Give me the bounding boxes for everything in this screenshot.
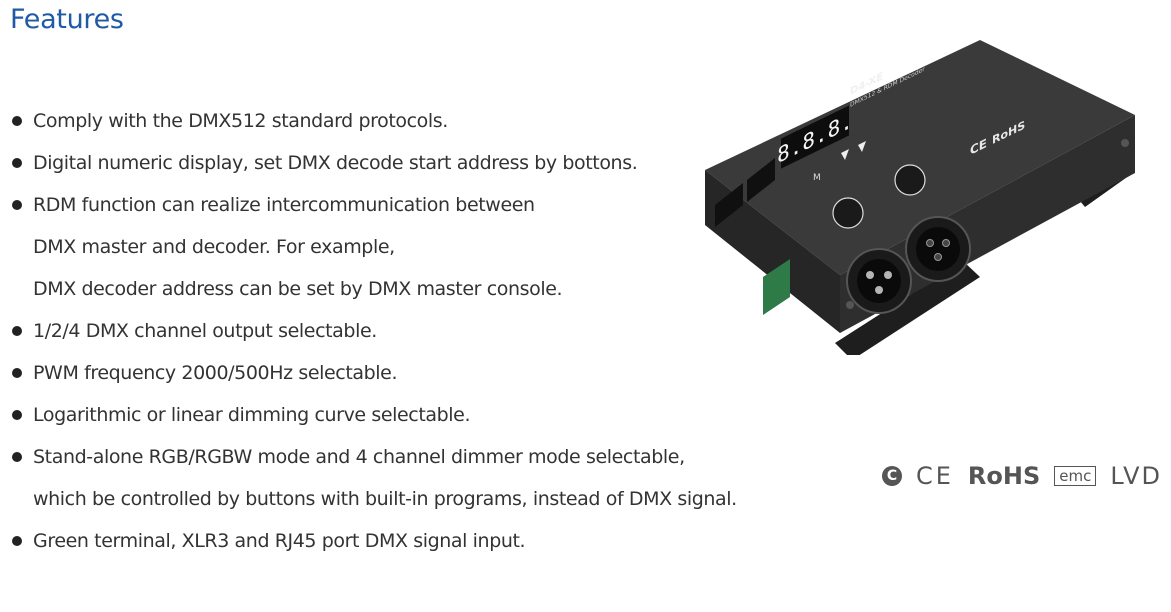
feature-text: PWM frequency 2000/500Hz selectable. [33, 362, 398, 384]
ce-mark: CE [916, 462, 954, 490]
feature-text: DMX decoder address can be set by DMX ma… [33, 278, 563, 300]
feature-item: Green terminal, XLR3 and RJ45 port DMX s… [12, 520, 752, 562]
feature-text: which be controlled by buttons with buil… [33, 488, 737, 510]
feature-item: PWM frequency 2000/500Hz selectable. [12, 352, 752, 394]
feature-text: DMX master and decoder. For example, [33, 236, 395, 258]
feature-item: Comply with the DMX512 standard protocol… [12, 100, 752, 142]
bullet-icon [12, 326, 22, 336]
feature-text: Digital numeric display, set DMX decode … [33, 152, 638, 174]
page-title: Features [10, 4, 124, 35]
bullet-icon [12, 410, 22, 420]
down-button-icon [858, 141, 866, 152]
rj45-port-2 [747, 158, 775, 202]
feature-list: Comply with the DMX512 standard protocol… [12, 100, 752, 562]
bullet-icon [12, 452, 22, 462]
bullet-icon [12, 116, 22, 126]
bullet-icon [12, 536, 22, 546]
numeric-display [781, 105, 849, 169]
feature-text: Stand-alone RGB/RGBW mode and 4 channel … [33, 446, 685, 468]
decoder-device-image: 8.8.8. M D4-XE DMX512 & RDM Decoder CE R… [705, 40, 1135, 355]
copyright-icon: C [882, 466, 902, 486]
bullet-icon [12, 200, 22, 210]
mode-button-label: M [813, 173, 821, 183]
feature-item: Digital numeric display, set DMX decode … [12, 142, 752, 184]
device-side [840, 115, 1135, 333]
rohs-mark: RoHS [967, 462, 1041, 490]
feature-item: 1/2/4 DMX channel output selectable. [12, 310, 752, 352]
feature-text: Logarithmic or linear dimming curve sele… [33, 404, 471, 426]
up-button-icon [841, 149, 849, 160]
rj45-port-1 [715, 183, 743, 227]
feature-text: 1/2/4 DMX channel output selectable. [33, 320, 377, 342]
green-terminal [763, 259, 790, 315]
xlr-out-symbol-icon [894, 164, 926, 196]
feature-item: Stand-alone RGB/RGBW mode and 4 channel … [12, 436, 752, 520]
device-front [705, 170, 840, 333]
feature-item: Logarithmic or linear dimming curve sele… [12, 394, 752, 436]
feature-text: RDM function can realize intercommunicat… [33, 194, 535, 216]
feature-item: RDM function can realize intercommunicat… [12, 184, 752, 310]
feature-text: Comply with the DMX512 standard protocol… [33, 110, 448, 132]
emc-mark: emc [1054, 466, 1097, 486]
bullet-icon [12, 158, 22, 168]
xlr-in-symbol-icon [832, 197, 864, 229]
mounting-ear-left [835, 261, 980, 355]
bullet-icon [12, 368, 22, 378]
feature-text: Green terminal, XLR3 and RJ45 port DMX s… [33, 530, 526, 552]
lvd-mark: LVD [1110, 462, 1162, 490]
device-top [705, 40, 1135, 275]
certification-marks: C CE RoHS emc LVD [882, 462, 1162, 490]
